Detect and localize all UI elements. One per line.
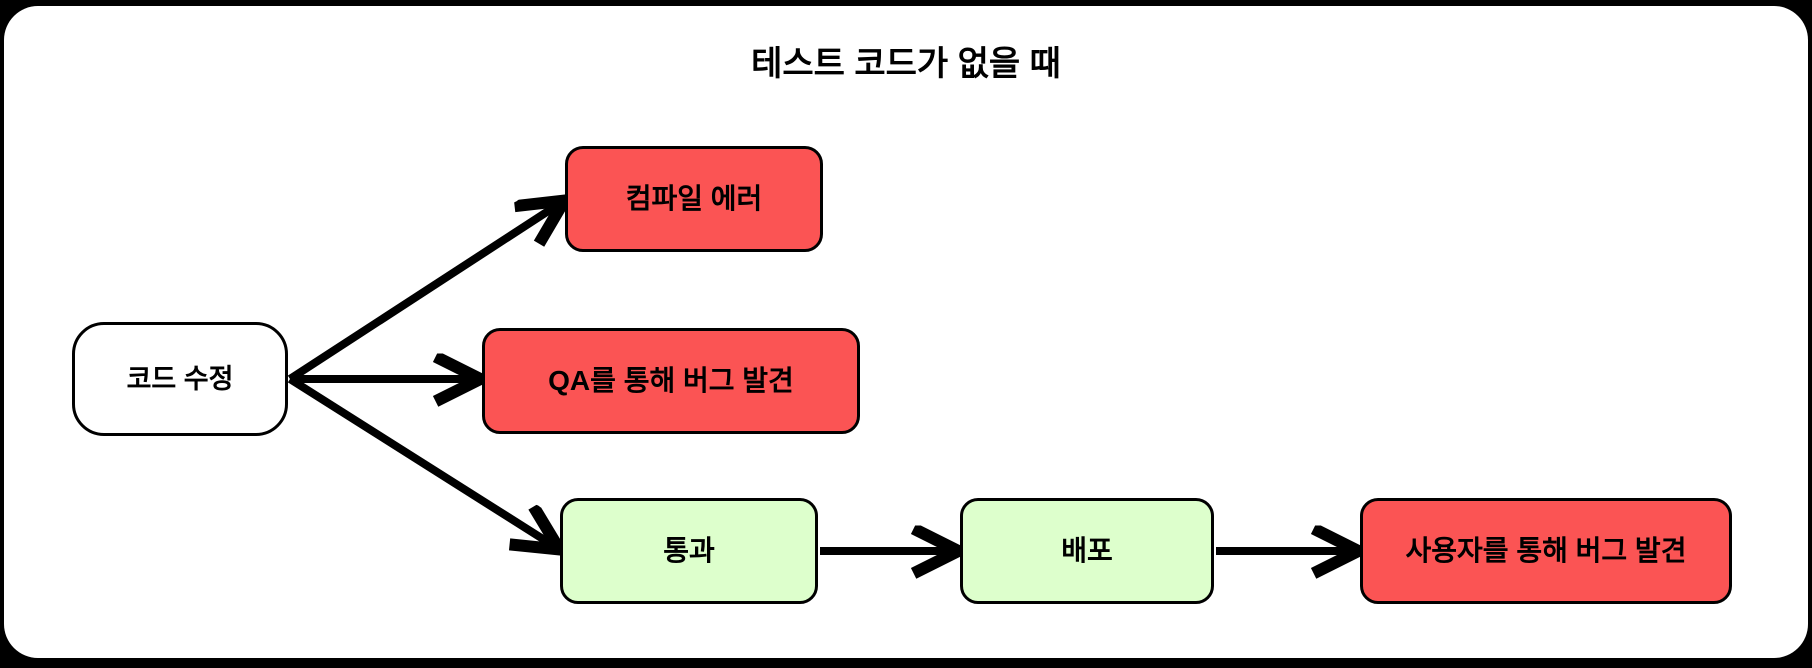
node-deploy[interactable]: 배포 <box>960 498 1214 604</box>
diagram-title: 테스트 코드가 없을 때 <box>751 45 1061 83</box>
node-code-fix[interactable]: 코드 수정 <box>72 322 288 436</box>
node-qa-bug-found[interactable]: QA를 통해 버그 발견 <box>482 328 860 434</box>
node-compile-error[interactable]: 컴파일 에러 <box>565 146 823 252</box>
node-pass[interactable]: 통과 <box>560 498 818 604</box>
node-label: 코드 수정 <box>126 363 234 394</box>
node-label: 컴파일 에러 <box>625 183 763 215</box>
node-label: QA를 통해 버그 발견 <box>548 365 794 397</box>
node-label: 통과 <box>663 535 715 567</box>
node-label: 배포 <box>1061 535 1113 567</box>
node-user-bug-found[interactable]: 사용자를 통해 버그 발견 <box>1360 498 1732 604</box>
edge-fix-to-pass <box>287 375 554 546</box>
edge-fix-to-compile <box>287 204 559 383</box>
edge-layer <box>287 6 1808 658</box>
node-label: 사용자를 통해 버그 발견 <box>1405 535 1687 567</box>
diagram-canvas: 테스트 코드가 없을 때 코드 수정 컴파일 에러 <box>4 6 1808 658</box>
